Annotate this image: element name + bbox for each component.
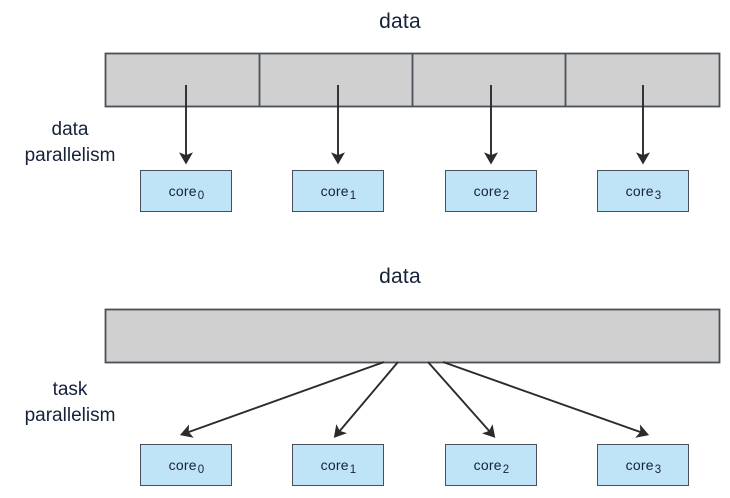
- side-label-line-2: parallelism: [24, 145, 116, 166]
- side-label-line-1: data: [51, 119, 89, 140]
- arrow-fan-to-core-3: [442, 361, 650, 438]
- data-bar-solid: [104, 308, 721, 364]
- core-box-bottom-2-label: core2: [473, 457, 510, 476]
- arrow-fan-to-core-2: [427, 361, 496, 438]
- arrow-fan-to-core-0: [179, 361, 385, 438]
- task-parallelism-side-label: task parallelism: [10, 377, 130, 429]
- task-parallelism-arrows: [179, 361, 650, 438]
- core-box-top-3: core3: [597, 170, 689, 212]
- core-box-top-2: core2: [445, 170, 537, 212]
- side-label-line-2: parallelism: [24, 405, 116, 426]
- task-parallelism-title: data: [379, 265, 421, 288]
- data-parallelism-title: data: [379, 10, 421, 33]
- arrow-fan-to-core-1: [333, 361, 399, 438]
- core-box-top-0: core0: [140, 170, 232, 212]
- core-box-bottom-1: core1: [292, 444, 384, 486]
- core-box-bottom-2: core2: [445, 444, 537, 486]
- data-bar-segmented: [104, 52, 721, 108]
- core-box-top-1-label: core1: [320, 183, 357, 202]
- core-box-top-0-label: core0: [168, 183, 205, 202]
- side-label-line-1: task: [52, 379, 88, 400]
- data-parallelism-arrows: [178, 85, 651, 165]
- data-bar-bottom: [104, 308, 721, 364]
- core-box-bottom-0: core0: [140, 444, 232, 486]
- core-box-bottom-3: core3: [597, 444, 689, 486]
- core-box-bottom-3-label: core3: [625, 457, 662, 476]
- core-box-top-2-label: core2: [473, 183, 510, 202]
- core-box-top-1: core1: [292, 170, 384, 212]
- core-box-top-3-label: core3: [625, 183, 662, 202]
- core-box-bottom-0-label: core0: [168, 457, 205, 476]
- core-box-bottom-1-label: core1: [320, 457, 357, 476]
- data-parallelism-side-label: data parallelism: [10, 117, 130, 169]
